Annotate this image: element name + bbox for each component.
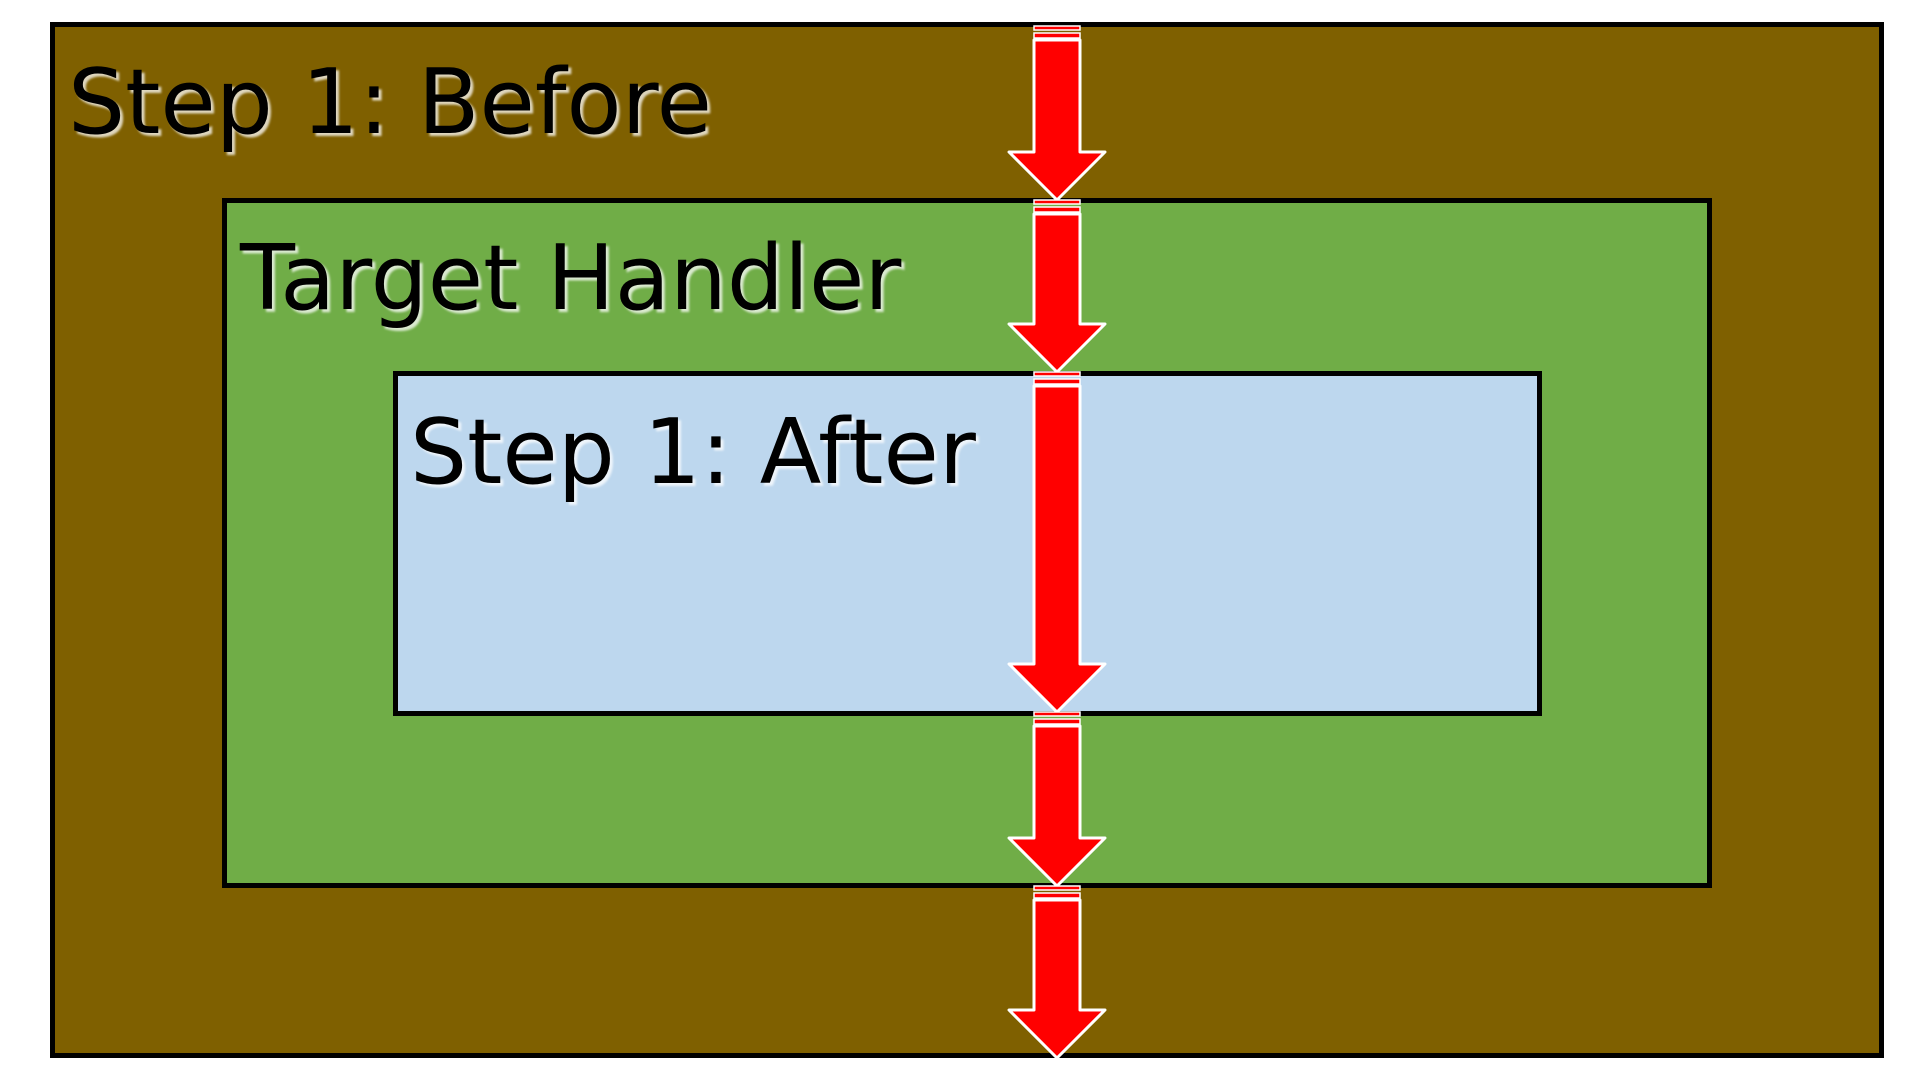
down-arrow-icon	[1007, 25, 1107, 202]
arrow-body	[1007, 724, 1107, 888]
label-step1-before: Step 1: Before	[68, 50, 712, 155]
arrow-tail-stripe	[1033, 371, 1081, 377]
down-arrow-icon	[1007, 711, 1107, 888]
label-step1-after: Step 1: After	[410, 400, 976, 505]
down-arrow-icon	[1007, 885, 1107, 1060]
arrow-tail-stripe	[1033, 718, 1081, 725]
arrow-body	[1007, 898, 1107, 1060]
arrow-body	[1007, 384, 1107, 714]
down-arrow-icon	[1007, 199, 1107, 374]
arrow-tail-stripe	[1033, 32, 1081, 39]
inner-box-step1-after	[393, 371, 1542, 716]
arrow-tail-stripe	[1033, 885, 1081, 891]
arrow-tail-stripe	[1033, 378, 1081, 385]
arrow-tail-stripe	[1033, 711, 1081, 717]
arrow-body	[1007, 38, 1107, 202]
arrow-tail-stripe	[1033, 892, 1081, 899]
arrow-tail-stripe	[1033, 199, 1081, 205]
down-arrow-icon	[1007, 371, 1107, 714]
arrow-tail-stripe	[1033, 25, 1081, 31]
arrow-tail-stripe	[1033, 206, 1081, 213]
label-target-handler: Target Handler	[240, 226, 902, 331]
arrow-body	[1007, 212, 1107, 374]
